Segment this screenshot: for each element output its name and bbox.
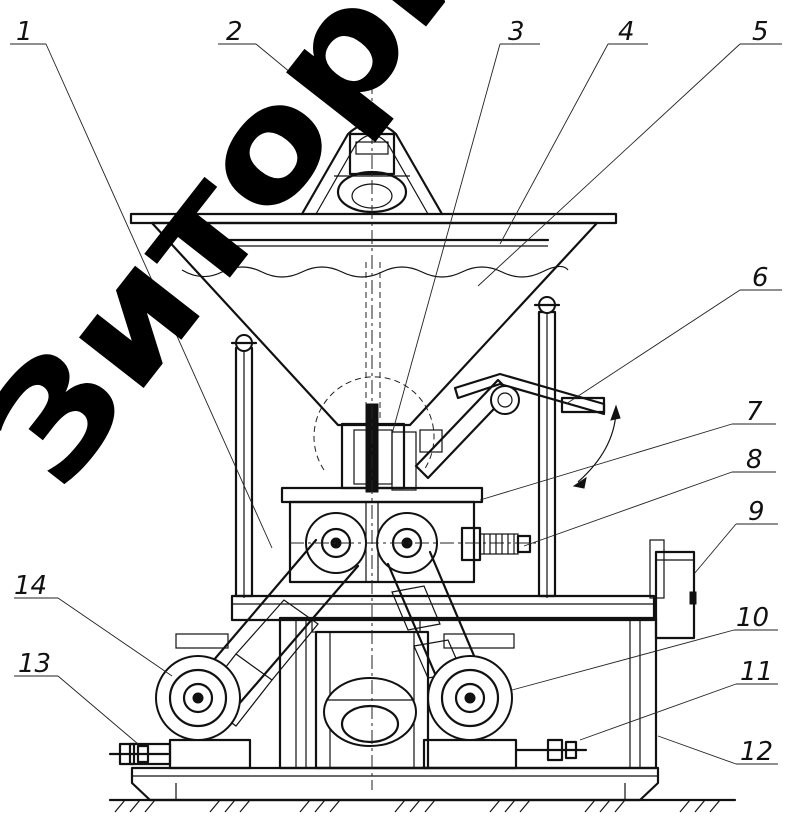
tension-screw-left bbox=[108, 742, 170, 766]
lever-arm bbox=[414, 372, 621, 489]
hopper bbox=[129, 212, 618, 427]
tension-screw-right bbox=[514, 738, 588, 762]
support-columns bbox=[230, 296, 561, 598]
label-5: 5 bbox=[752, 17, 769, 47]
label-6: 6 bbox=[752, 263, 769, 293]
label-12: 12 bbox=[740, 737, 773, 767]
label-11: 11 bbox=[740, 657, 773, 687]
label-14: 14 bbox=[14, 571, 47, 601]
ground-line bbox=[108, 798, 737, 813]
motor-left bbox=[128, 633, 252, 770]
label-10: 10 bbox=[736, 603, 769, 633]
label-9: 9 bbox=[748, 497, 765, 527]
control-box bbox=[649, 539, 697, 640]
label-8: 8 bbox=[746, 445, 763, 475]
base-skid bbox=[130, 766, 660, 802]
callout-labels: 1 2 3 4 5 6 7 8 9 10 11 12 13 14 bbox=[14, 17, 773, 767]
label-3: 3 bbox=[508, 17, 525, 47]
roller-housing bbox=[280, 486, 540, 584]
spring-tensioner bbox=[460, 526, 532, 562]
label-4: 4 bbox=[618, 17, 635, 47]
label-13: 13 bbox=[18, 649, 51, 679]
label-1: 1 bbox=[16, 17, 33, 47]
motor-right bbox=[422, 633, 518, 770]
outlet-gate bbox=[313, 376, 435, 493]
label-2: 2 bbox=[226, 17, 243, 47]
leader-lines bbox=[10, 43, 782, 765]
label-7: 7 bbox=[746, 397, 763, 427]
